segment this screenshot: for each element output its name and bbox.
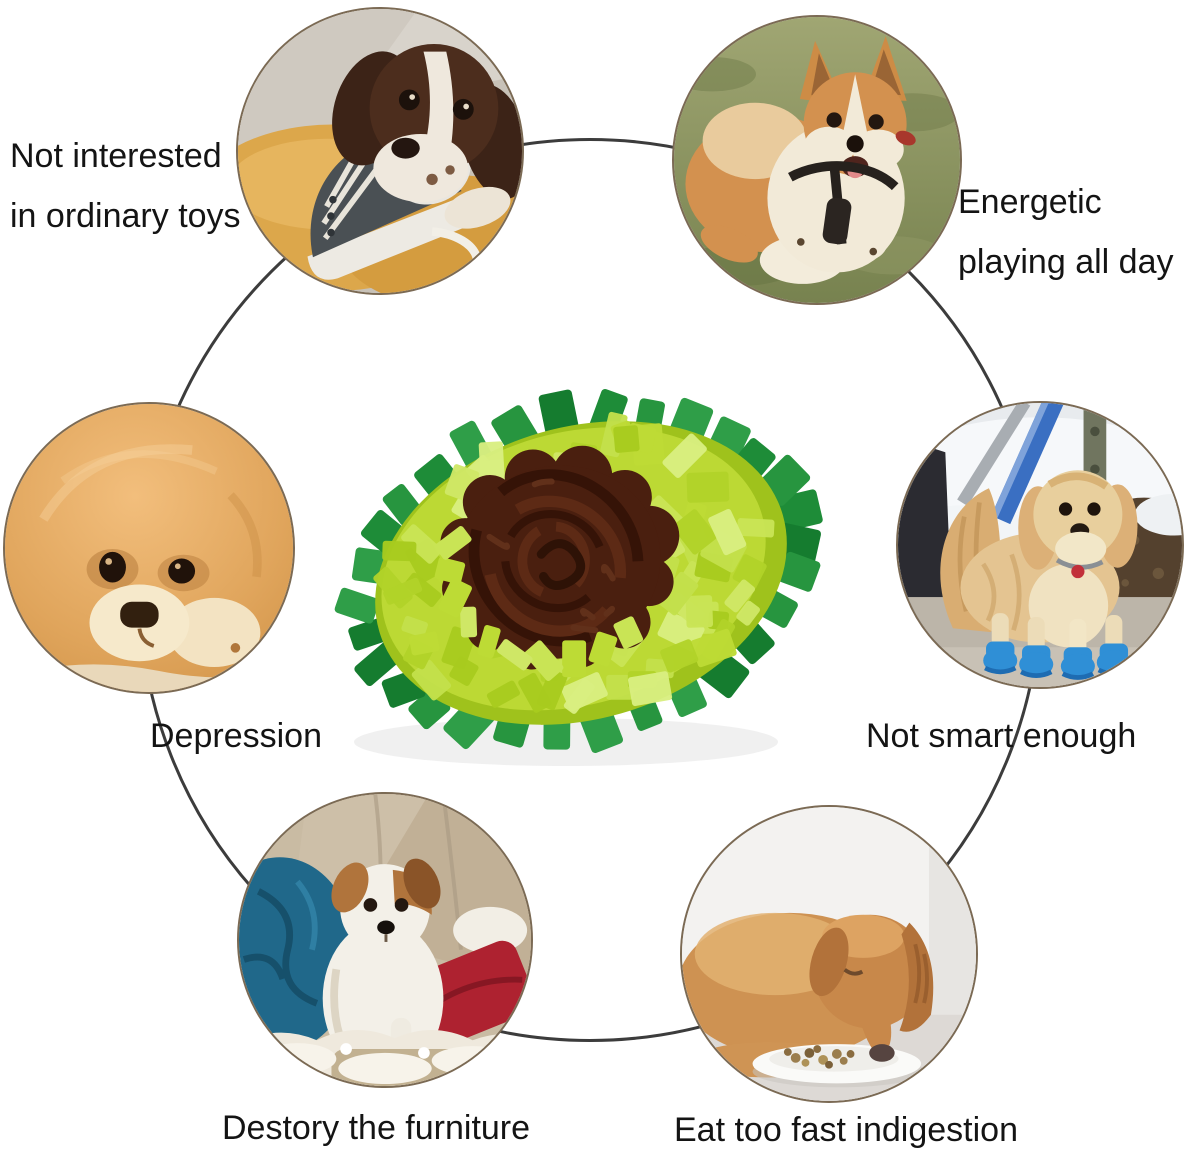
- sad-pomeranian-photo: [5, 404, 293, 692]
- callout-label-energetic: Energetic playing all day: [958, 172, 1173, 292]
- corgi-shape: [685, 36, 916, 284]
- callout-line: Energetic: [958, 183, 1102, 221]
- callout-photo-eat-too-fast: [680, 805, 978, 1103]
- callout-label-eat-too-fast: Eat too fast indigestion: [674, 1100, 1018, 1160]
- callout-photo-depression: [3, 402, 295, 694]
- callout-line: Depression: [150, 717, 322, 755]
- callout-photo-not-interested: [236, 7, 524, 295]
- golden-retriever-shape: [682, 912, 934, 1088]
- callout-label-not-smart: Not smart enough: [866, 706, 1136, 766]
- corgi-running-photo: [674, 17, 960, 303]
- callout-line: Not interested: [10, 137, 222, 175]
- callout-line: in ordinary toys: [10, 197, 241, 235]
- callout-photo-not-smart: [896, 401, 1184, 689]
- jack-russell-couch-photo: [239, 794, 531, 1086]
- pomeranian-face-shape: [86, 548, 261, 668]
- dog-blue-boots-photo: [898, 403, 1182, 687]
- callout-label-destroy-furniture: Destory the furniture: [222, 1098, 530, 1158]
- snuffle-mat-image: [326, 368, 836, 780]
- callout-line: Not smart enough: [866, 717, 1137, 755]
- callout-line: Eat too fast indigestion: [674, 1111, 1019, 1149]
- avocado-snuffle-mat-photo: [334, 388, 823, 766]
- spaniel-head-shape: [332, 44, 522, 229]
- callout-label-not-interested: Not interested in ordinary toys: [10, 126, 241, 246]
- callout-line: playing all day: [958, 243, 1174, 281]
- callout-label-depression: Depression: [150, 706, 322, 766]
- shaggy-dog-shape: [940, 470, 1138, 680]
- kibble-shape: [783, 1045, 855, 1069]
- dog-chewing-shoe-photo: [238, 9, 522, 293]
- callout-photo-destroy-furniture: [237, 792, 533, 1088]
- callout-line: Destory the furniture: [222, 1109, 531, 1147]
- golden-retriever-eating-photo: [682, 807, 976, 1101]
- callout-photo-energetic: [672, 15, 962, 305]
- blue-boots-shape: [983, 641, 1131, 679]
